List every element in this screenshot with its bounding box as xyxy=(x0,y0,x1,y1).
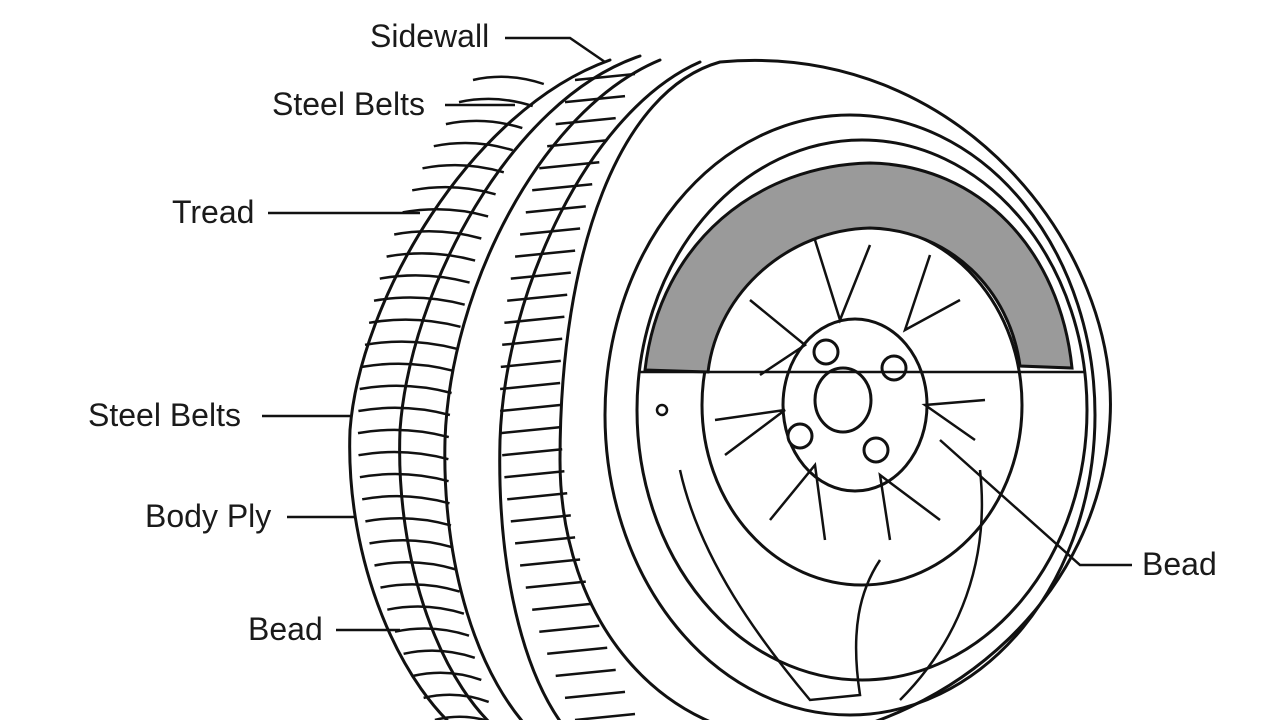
tread-block xyxy=(361,494,450,505)
wheel-spoke xyxy=(921,398,986,442)
tread-block xyxy=(358,450,449,461)
wheel-spoke xyxy=(813,239,872,324)
tread-block xyxy=(365,516,452,527)
label-sidewall: Sidewall xyxy=(370,18,490,54)
tread-block xyxy=(402,207,489,218)
lug-nut xyxy=(812,338,840,366)
tread-sipe xyxy=(525,205,586,214)
tread-block xyxy=(422,163,505,174)
tread-sipe xyxy=(510,514,571,523)
tread-block xyxy=(458,97,534,108)
label-bead-left: Bead xyxy=(248,611,323,647)
label-tread: Tread xyxy=(172,194,255,230)
tread-block xyxy=(423,693,490,704)
tread-sipe xyxy=(514,536,576,545)
tread-block xyxy=(358,406,451,417)
lower-cutout xyxy=(678,469,882,702)
lower-cutout-2 xyxy=(899,469,984,701)
tread-block xyxy=(411,185,496,196)
tread-block xyxy=(472,75,545,86)
highlight-band xyxy=(643,161,1074,374)
lug-nut xyxy=(786,422,814,450)
tread-sipe xyxy=(510,271,571,280)
tread-sipe xyxy=(500,425,561,435)
tread-block xyxy=(373,296,466,306)
tread-sipe xyxy=(547,646,608,656)
tread-groove-1 xyxy=(443,58,662,725)
tread-block xyxy=(393,230,482,240)
tread-block xyxy=(445,119,523,130)
tread-block xyxy=(380,583,460,593)
tread-sipe xyxy=(514,249,576,258)
tread-sipe xyxy=(564,94,626,104)
tire-face-outer xyxy=(558,58,1112,725)
tread-sipe xyxy=(499,403,561,413)
wheel-spoke xyxy=(714,408,786,456)
tread-block xyxy=(368,318,461,329)
tread-block xyxy=(369,538,454,549)
tread-block xyxy=(361,362,455,373)
tread-sipe xyxy=(564,690,626,700)
label-steel-belts-mid: Steel Belts xyxy=(88,397,241,433)
tread-sipe xyxy=(502,337,563,347)
tread-sipe xyxy=(539,161,600,170)
tread-block xyxy=(357,428,450,439)
tread-block xyxy=(359,384,452,395)
tread-sipe xyxy=(504,469,565,479)
tread-block xyxy=(433,141,514,152)
tread-sipe xyxy=(507,293,568,302)
tread-sipe xyxy=(547,138,608,148)
tread-sipe xyxy=(507,492,568,501)
tire-outer-edge xyxy=(348,58,612,725)
tread-groove-2 xyxy=(498,60,702,725)
tread-sipe xyxy=(504,315,565,325)
tread-block xyxy=(359,472,449,483)
hub-center xyxy=(813,366,873,434)
lug-nut xyxy=(880,354,908,382)
rim-outer xyxy=(635,138,1089,682)
tire-outer-edge-2 xyxy=(398,54,642,725)
tread-pattern xyxy=(357,72,636,725)
tread-block xyxy=(379,274,470,284)
tread-sipe xyxy=(500,359,561,369)
wheel-spoke xyxy=(878,472,941,541)
tread-block xyxy=(364,340,458,351)
tread-sipe xyxy=(525,580,586,589)
label-body-ply: Body Ply xyxy=(145,498,272,534)
valve-stem xyxy=(655,403,669,417)
label-steel-belts-top: Steel Belts xyxy=(272,86,425,122)
label-bead-right: Bead xyxy=(1142,546,1217,582)
wheel-spoke xyxy=(769,461,827,541)
wheel-spoke xyxy=(749,299,808,377)
tread-sipe xyxy=(532,183,593,192)
tread-sipe xyxy=(499,381,561,391)
tread-block xyxy=(386,252,476,262)
tread-sipe xyxy=(519,227,581,236)
tread-sipe xyxy=(574,712,636,722)
tread-block xyxy=(394,627,470,637)
leader-bead-right xyxy=(939,439,1132,567)
tread-sipe xyxy=(539,624,600,633)
tread-block xyxy=(387,605,465,615)
tread-sipe xyxy=(532,602,593,611)
leader-sidewall xyxy=(505,36,606,64)
wheel-spoke xyxy=(902,254,961,333)
tread-sipe xyxy=(519,558,581,567)
tread-block xyxy=(374,561,457,571)
tread-block xyxy=(403,649,476,659)
tread-sipe xyxy=(555,668,616,678)
tread-sipe xyxy=(555,116,616,126)
tread-sipe xyxy=(574,72,636,82)
lug-nut xyxy=(862,436,890,464)
sidewall-ring xyxy=(603,113,1097,717)
tread-sipe xyxy=(502,447,563,457)
tread-block xyxy=(412,671,482,682)
